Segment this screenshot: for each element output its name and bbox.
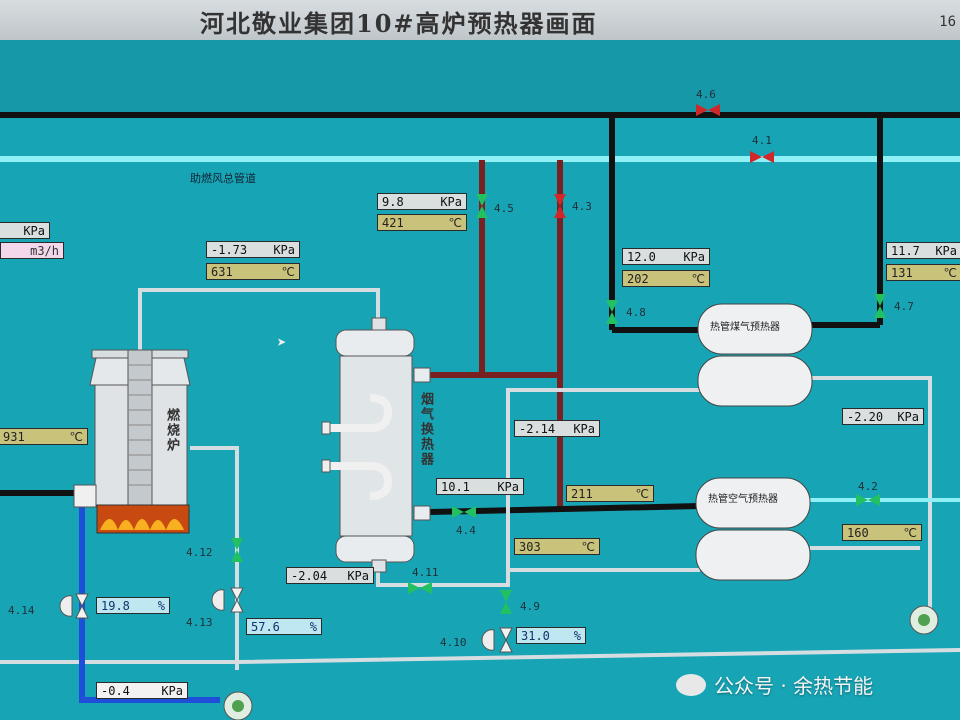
tank-bottom bbox=[695, 477, 811, 581]
fan-right bbox=[909, 605, 939, 635]
tank-top bbox=[697, 303, 813, 407]
valve-4-10-label: 4.10 bbox=[440, 636, 467, 649]
fan-bottom-left bbox=[223, 691, 253, 720]
grey-pipes bbox=[0, 288, 960, 670]
valve-4-1-label: 4.1 bbox=[752, 134, 772, 147]
tank-top-label: 热管煤气预热器 bbox=[710, 322, 780, 333]
readout-left-flow: m3/h bbox=[0, 242, 64, 259]
mouse-cursor-icon: ➤ bbox=[277, 333, 287, 352]
readout-left-pressure: KPa bbox=[0, 222, 50, 239]
readout-valve-4-14-opening: 19.8% bbox=[96, 597, 170, 614]
page-title: 河北敬业集团10#高炉预热器画面 bbox=[200, 9, 598, 38]
valve-4-8-label: 4.8 bbox=[626, 306, 646, 319]
watermark-text: 公众号 · 余热节能 bbox=[714, 674, 874, 698]
header-band bbox=[0, 40, 960, 112]
wechat-icon bbox=[676, 673, 706, 696]
valve-4-13-label: 4.13 bbox=[186, 616, 213, 629]
combustion-furnace bbox=[73, 349, 191, 534]
air-main-label: 助燃风总管道 bbox=[190, 172, 256, 185]
valve-4-9-label: 4.9 bbox=[520, 600, 540, 613]
readout-valve-4-13-opening: 57.6% bbox=[246, 618, 322, 635]
readout-temp-631: 631℃ bbox=[206, 263, 300, 280]
readout-temp-160: 160℃ bbox=[842, 524, 922, 541]
valve-4-3-label: 4.3 bbox=[572, 200, 592, 213]
readout-temp-131: 131℃ bbox=[886, 264, 960, 281]
title-bar: 河北敬业集团10#高炉预热器画面 16 bbox=[0, 0, 960, 40]
valves bbox=[59, 104, 886, 653]
valve-4-11-label: 4.11 bbox=[412, 566, 439, 579]
readout-temp-931: 931℃ bbox=[0, 428, 88, 445]
readout-temp-211: 211℃ bbox=[566, 485, 654, 502]
watermark: 公众号 · 余热节能 bbox=[676, 670, 873, 699]
readout-valve-4-10-opening: 31.0% bbox=[516, 627, 586, 644]
valve-4-7-label: 4.7 bbox=[894, 300, 914, 313]
valve-4-12-label: 4.12 bbox=[186, 546, 213, 559]
exchanger-label: 烟气换热器 bbox=[418, 392, 433, 467]
valve-4-4-label: 4.4 bbox=[456, 524, 476, 537]
readout-temp-202: 202℃ bbox=[622, 270, 710, 287]
page-number: 16 bbox=[939, 14, 956, 30]
readout-temp-421: 421℃ bbox=[377, 214, 467, 231]
valve-4-6-label: 4.6 bbox=[696, 88, 716, 101]
readout-temp-303: 303℃ bbox=[514, 538, 600, 555]
valve-4-5-label: 4.5 bbox=[494, 202, 514, 215]
water-pipe bbox=[79, 505, 220, 703]
tank-bottom-label: 热管空气预热器 bbox=[708, 494, 778, 505]
furnace-label: 燃烧炉 bbox=[164, 408, 179, 453]
valve-4-14-label: 4.14 bbox=[8, 604, 35, 617]
heat-exchanger bbox=[321, 317, 431, 573]
valve-4-2-label: 4.2 bbox=[858, 480, 878, 493]
